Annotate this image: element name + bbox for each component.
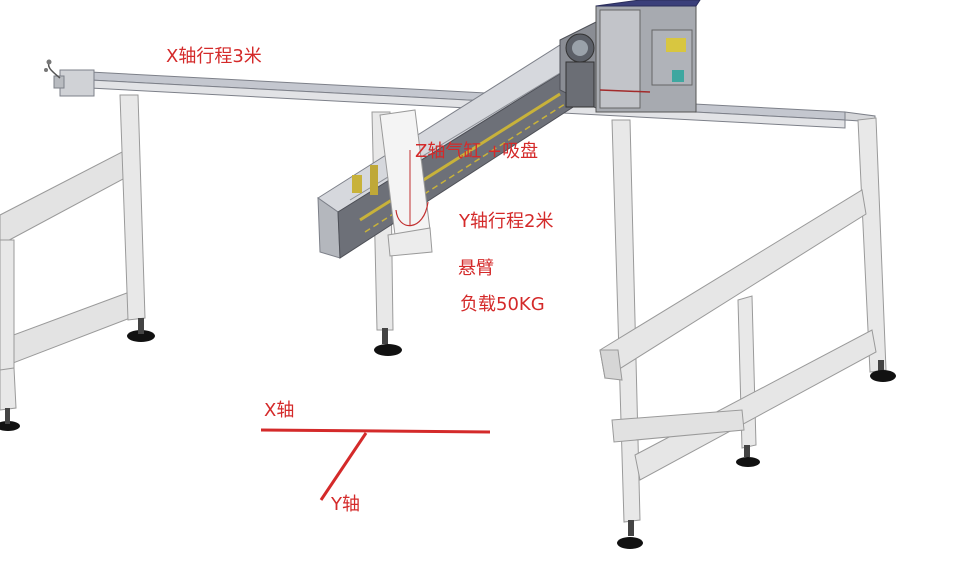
right-frame bbox=[599, 117, 896, 549]
left-frame-panel bbox=[0, 151, 126, 246]
right-frame-lower-bar bbox=[634, 329, 877, 481]
right-frame-upper-bar bbox=[599, 189, 867, 379]
load-label: 负载50KG bbox=[460, 294, 545, 315]
axis-indicator bbox=[260, 428, 491, 501]
y-axis-text: Y轴 bbox=[331, 494, 360, 515]
x-beam-end-cap bbox=[59, 69, 95, 97]
x-carriage bbox=[559, 0, 701, 113]
x-travel-label: X轴行程3米 bbox=[166, 46, 262, 67]
x-axis-line bbox=[260, 428, 491, 434]
motor-label-icon bbox=[666, 38, 686, 52]
y-travel-label: Y轴行程2米 bbox=[459, 211, 554, 232]
left-front-foot bbox=[0, 421, 20, 431]
left-rear-foot bbox=[127, 330, 155, 342]
suction-cup-icon bbox=[395, 201, 429, 227]
z-axis-cylinder bbox=[379, 109, 433, 257]
x-axis-text: X轴 bbox=[264, 400, 295, 421]
middle-foot bbox=[374, 344, 402, 356]
left-rear-leg bbox=[119, 94, 146, 321]
right-front-foot bbox=[617, 537, 643, 549]
y-axis-line bbox=[319, 432, 368, 501]
cable-connector-icon bbox=[46, 59, 52, 65]
right-rear-foot bbox=[870, 370, 896, 382]
cantilever-label: 悬臂 bbox=[458, 258, 494, 279]
z-axis-label: Z轴气缸 +吸盘 bbox=[415, 141, 539, 162]
left-frame bbox=[0, 94, 155, 431]
